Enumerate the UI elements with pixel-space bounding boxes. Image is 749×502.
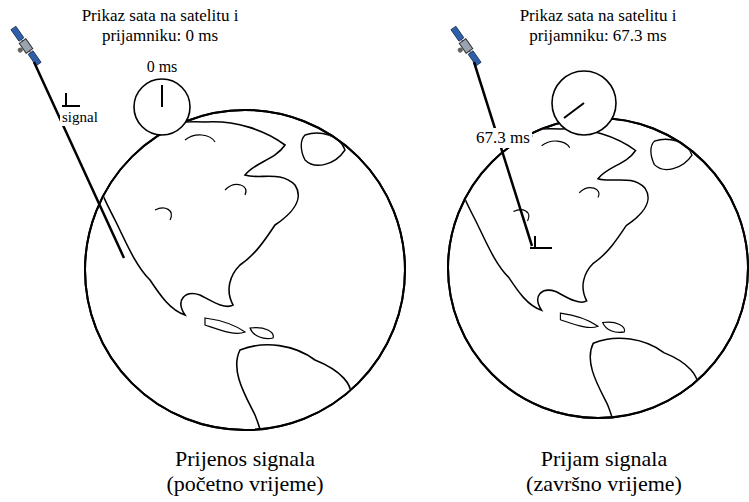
clock-caption: Prikaz sata na satelitu i prijamniku: 67… [510, 6, 686, 45]
clock-reading: 67.3 ms [474, 128, 532, 148]
signal-path [474, 62, 532, 246]
satellite-icon [6, 26, 42, 70]
clock-face [134, 79, 190, 135]
earth-globe [448, 118, 748, 484]
panel-caption: Prijam signala (završno vrijeme) [502, 446, 707, 497]
signal-label: signal [60, 109, 100, 126]
panel-caption: Prijenos signala (početno vrijeme) [143, 446, 348, 497]
signal-path [34, 62, 124, 258]
clock-face [552, 71, 616, 135]
signal-pulse [62, 93, 80, 106]
clock-caption: Prikaz sata na satelitu i prijamniku: 0 … [72, 6, 248, 45]
earth-globe [85, 110, 405, 500]
satellite-icon [446, 26, 482, 70]
signal-pulse [530, 236, 552, 248]
clock-reading: 0 ms [147, 58, 178, 76]
